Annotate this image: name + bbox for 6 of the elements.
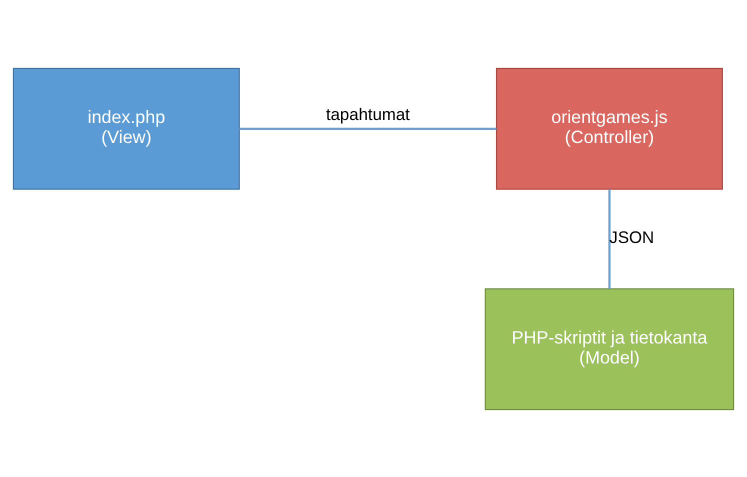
node-box: orientgames.js (Controller) [496,67,723,190]
node-box: PHP-skriptit ja tietokanta (Model) [484,288,734,410]
connector [239,127,496,130]
connector [608,188,611,288]
node-box: index.php (View) [12,67,240,190]
edge-label: tapahtumat [326,104,410,124]
